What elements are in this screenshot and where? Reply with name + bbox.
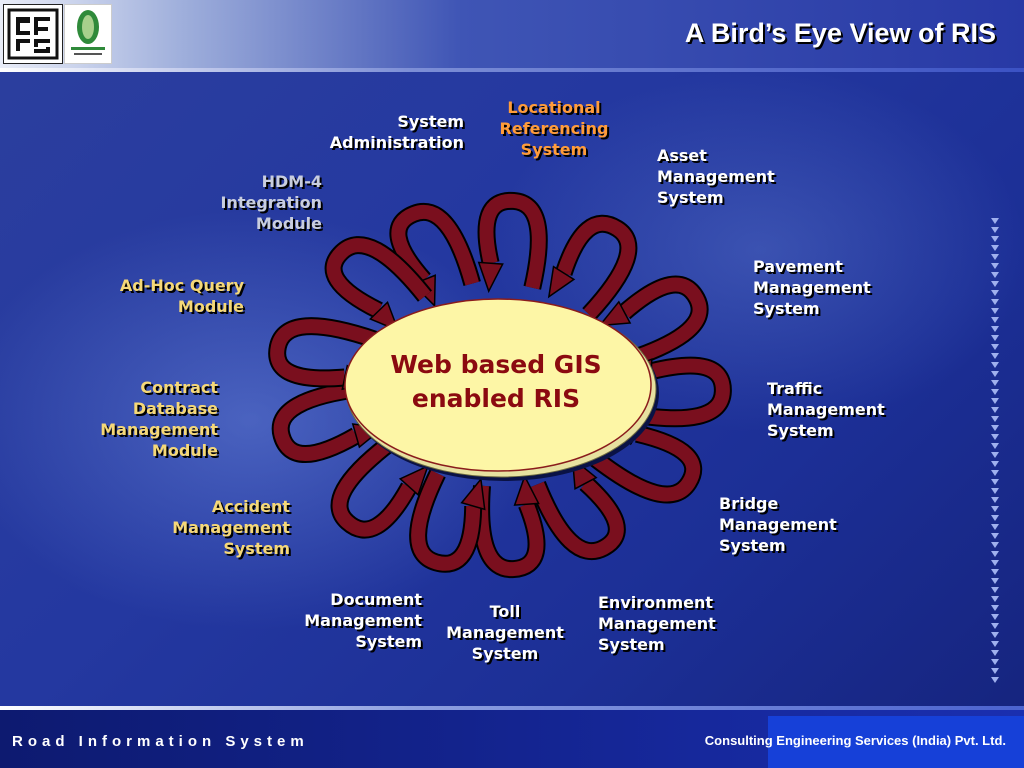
center-hub	[344, 298, 652, 472]
chevron-down-icon	[991, 353, 999, 359]
curved-arrow-body	[391, 205, 479, 286]
chevron-down-icon	[991, 254, 999, 260]
chevron-down-icon	[991, 425, 999, 431]
chevron-down-icon	[991, 632, 999, 638]
chevron-down-icon	[991, 335, 999, 341]
chevron-down-icon	[991, 272, 999, 278]
chevron-down-icon	[991, 236, 999, 242]
chevron-down-icon	[991, 488, 999, 494]
chevron-down-icon	[991, 317, 999, 323]
curved-arrow-body	[557, 216, 636, 319]
chevron-down-icon	[991, 614, 999, 620]
chevron-down-icon	[991, 578, 999, 584]
arrow-head	[477, 261, 504, 294]
chevron-down-icon	[991, 299, 999, 305]
footer-company-panel	[768, 716, 1024, 768]
chevron-down-icon	[991, 398, 999, 404]
footer-company-name: Consulting Engineering Services (India) …	[704, 733, 1006, 748]
green-building-logo-icon	[64, 4, 112, 64]
chevron-down-icon	[991, 290, 999, 296]
curved-arrow-body	[411, 470, 481, 571]
chevron-down-icon	[991, 281, 999, 287]
footer-system-name: Road Information System	[12, 733, 309, 750]
chevron-down-icon	[991, 218, 999, 224]
module-toll-management: Toll Management System	[446, 602, 564, 663]
chevron-down-icon	[991, 326, 999, 332]
module-accident-management: Accident Management System	[172, 497, 290, 558]
chevron-down-icon	[991, 497, 999, 503]
module-locational-referencing: Locational Referencing System	[499, 98, 609, 159]
chevron-down-icon	[991, 407, 999, 413]
chevron-down-icon	[991, 362, 999, 368]
chevron-down-icon	[991, 389, 999, 395]
slide-title: A Bird’s Eye View of RIS	[684, 18, 996, 48]
arrow-head	[460, 477, 486, 511]
chevron-down-icon	[991, 677, 999, 683]
chevron-down-icon	[991, 641, 999, 647]
chevron-down-icon	[991, 560, 999, 566]
chevron-down-icon	[991, 479, 999, 485]
chevron-down-icon	[991, 569, 999, 575]
header-divider	[0, 68, 1024, 72]
module-document-management: Document Management System	[304, 590, 422, 651]
chevron-down-icon	[991, 668, 999, 674]
chevron-down-icon	[991, 263, 999, 269]
module-system-administration: System Administration	[329, 112, 464, 152]
curved-arrow-body	[591, 426, 701, 502]
chevron-down-icon	[991, 650, 999, 656]
curved-arrow-body	[270, 319, 378, 386]
module-asset-management: Asset Management System	[657, 146, 775, 207]
module-bridge-management: Bridge Management System	[719, 494, 837, 555]
module-contract-database: Contract Database Management Module	[100, 378, 218, 460]
ces-logo-icon	[3, 4, 63, 64]
chevron-down-icon	[991, 587, 999, 593]
chevron-down-icon	[991, 380, 999, 386]
module-traffic-management: Traffic Management System	[767, 379, 885, 440]
chevron-down-icon	[991, 452, 999, 458]
arrow-head	[398, 464, 430, 497]
chevron-down-icon	[991, 533, 999, 539]
module-adhoc-query: Ad-Hoc Query Module	[119, 276, 244, 316]
chevron-down-icon	[991, 515, 999, 521]
chevron-down-icon	[991, 659, 999, 665]
chevron-down-icon	[991, 524, 999, 530]
curved-arrow-body	[530, 478, 624, 559]
chevron-down-icon	[991, 344, 999, 350]
chevron-down-icon	[991, 551, 999, 557]
chevron-down-icon	[991, 542, 999, 548]
arrow-head	[598, 300, 632, 327]
center-hub-label: Web based GIS enabled RIS	[390, 350, 602, 413]
chevron-down-icon	[991, 443, 999, 449]
chevron-down-icon	[991, 605, 999, 611]
chevron-down-icon	[991, 461, 999, 467]
chevron-down-icon	[991, 416, 999, 422]
chevron-down-icon	[991, 245, 999, 251]
curved-arrow-body	[479, 193, 546, 290]
curved-arrow-body	[619, 277, 707, 368]
arrow-head	[547, 265, 576, 299]
curved-arrow-body	[627, 358, 730, 426]
module-hdm4-integration: HDM-4 Integration Module	[220, 172, 323, 233]
curved-arrow-body	[474, 485, 544, 577]
arrow-head	[513, 474, 540, 506]
curved-arrow-body	[326, 238, 431, 317]
chevron-down-icon	[991, 470, 999, 476]
chevron-down-icon	[991, 596, 999, 602]
module-pavement-management: Pavement Management System	[753, 257, 871, 318]
chevron-down-icon	[991, 227, 999, 233]
chevron-down-icon	[991, 506, 999, 512]
footer-divider	[0, 706, 1024, 710]
decorative-chevron-column	[988, 218, 1002, 686]
module-environment-management: Environment Management System	[598, 593, 716, 654]
curved-arrow-body	[332, 436, 416, 537]
chevron-down-icon	[991, 371, 999, 377]
header-bar	[0, 0, 1024, 70]
curved-arrow-body	[273, 381, 366, 462]
chevron-down-icon	[991, 434, 999, 440]
chevron-down-icon	[991, 308, 999, 314]
chevron-down-icon	[991, 623, 999, 629]
